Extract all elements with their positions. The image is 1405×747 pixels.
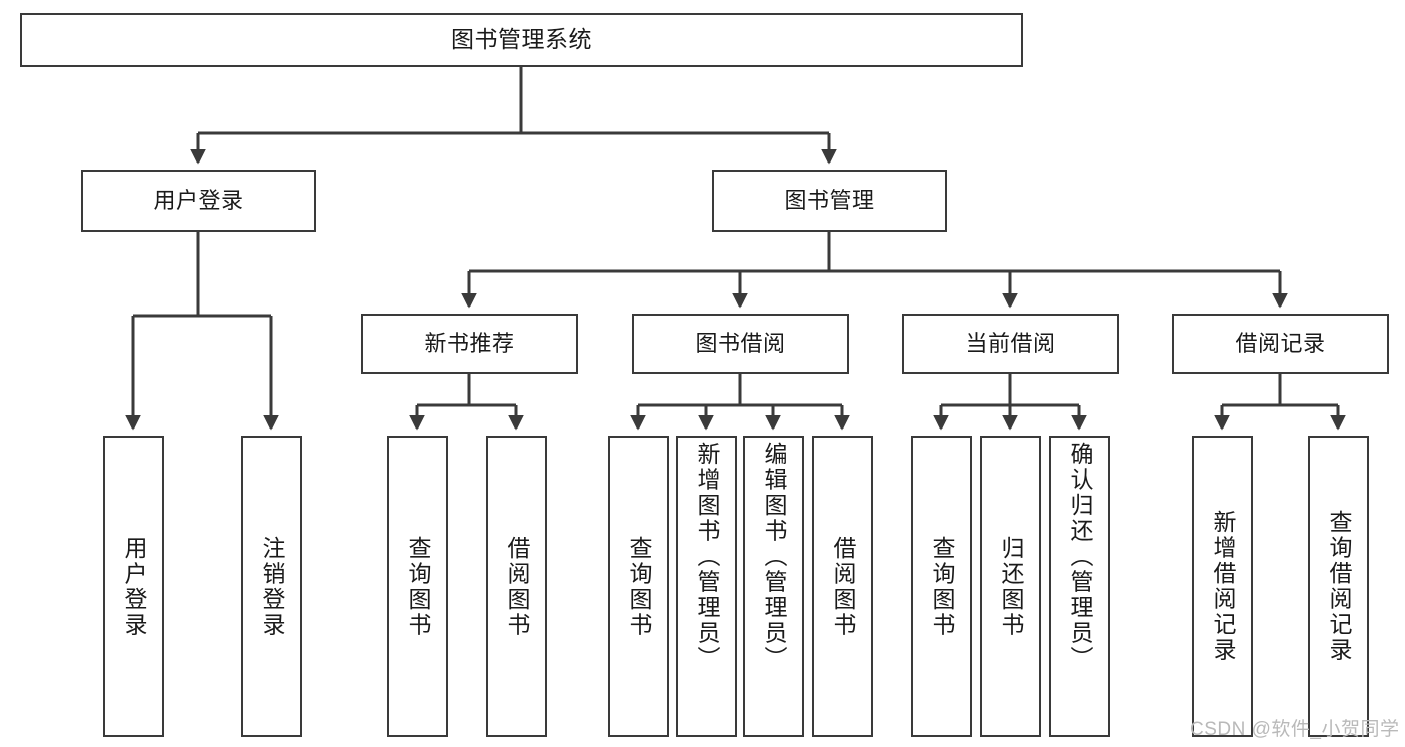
node-leaf-return-book[interactable]: 归还图书: [980, 436, 1041, 737]
node-book-borrow-label: 图书借阅: [695, 331, 786, 357]
node-user-login[interactable]: 用户登录: [81, 170, 316, 232]
node-leaf-logout-label: 注销登录: [259, 535, 285, 638]
node-leaf-logout[interactable]: 注销登录: [241, 436, 302, 737]
node-leaf-user-login[interactable]: 用户登录: [103, 436, 164, 737]
node-leaf-confirm-return[interactable]: 确认归还（管理员）: [1049, 436, 1110, 737]
node-current-borrow[interactable]: 当前借阅: [902, 314, 1119, 374]
node-borrow-record-label: 借阅记录: [1235, 331, 1326, 357]
node-leaf-add-book[interactable]: 新增图书（管理员）: [676, 436, 737, 737]
node-leaf-query-book-2[interactable]: 查询图书: [608, 436, 669, 737]
node-leaf-query-book-2-label: 查询图书: [626, 535, 652, 638]
node-root-label: 图书管理系统: [451, 26, 592, 53]
node-leaf-user-login-label: 用户登录: [121, 535, 147, 638]
node-user-login-label: 用户登录: [153, 188, 244, 214]
node-leaf-add-record[interactable]: 新增借阅记录: [1192, 436, 1253, 737]
node-borrow-record[interactable]: 借阅记录: [1172, 314, 1389, 374]
node-leaf-query-book-1-label: 查询图书: [405, 535, 431, 638]
node-leaf-confirm-return-label: 确认归还（管理员）: [1067, 442, 1093, 672]
node-leaf-add-record-label: 新增借阅记录: [1210, 510, 1236, 663]
node-book-borrow[interactable]: 图书借阅: [632, 314, 849, 374]
node-leaf-edit-book[interactable]: 编辑图书（管理员）: [743, 436, 804, 737]
watermark: CSDN @软件_小贺同学: [1190, 719, 1400, 740]
node-leaf-edit-book-label: 编辑图书（管理员）: [761, 442, 787, 672]
node-new-book-rec-label: 新书推荐: [424, 331, 515, 357]
node-leaf-borrow-book-1-label: 借阅图书: [504, 535, 530, 638]
node-leaf-query-record-label: 查询借阅记录: [1326, 510, 1352, 663]
node-book-manage-label: 图书管理: [784, 188, 875, 214]
node-root[interactable]: 图书管理系统: [20, 13, 1023, 67]
node-leaf-query-book-3-label: 查询图书: [929, 535, 955, 638]
node-new-book-rec[interactable]: 新书推荐: [361, 314, 578, 374]
node-leaf-borrow-book-2[interactable]: 借阅图书: [812, 436, 873, 737]
node-leaf-query-book-3[interactable]: 查询图书: [911, 436, 972, 737]
node-leaf-borrow-book-2-label: 借阅图书: [830, 535, 856, 638]
node-leaf-add-book-label: 新增图书（管理员）: [694, 442, 720, 672]
node-leaf-query-book-1[interactable]: 查询图书: [387, 436, 448, 737]
node-leaf-return-book-label: 归还图书: [998, 535, 1024, 638]
node-current-borrow-label: 当前借阅: [965, 331, 1056, 357]
node-leaf-borrow-book-1[interactable]: 借阅图书: [486, 436, 547, 737]
node-leaf-query-record[interactable]: 查询借阅记录: [1308, 436, 1369, 737]
node-book-manage[interactable]: 图书管理: [712, 170, 947, 232]
